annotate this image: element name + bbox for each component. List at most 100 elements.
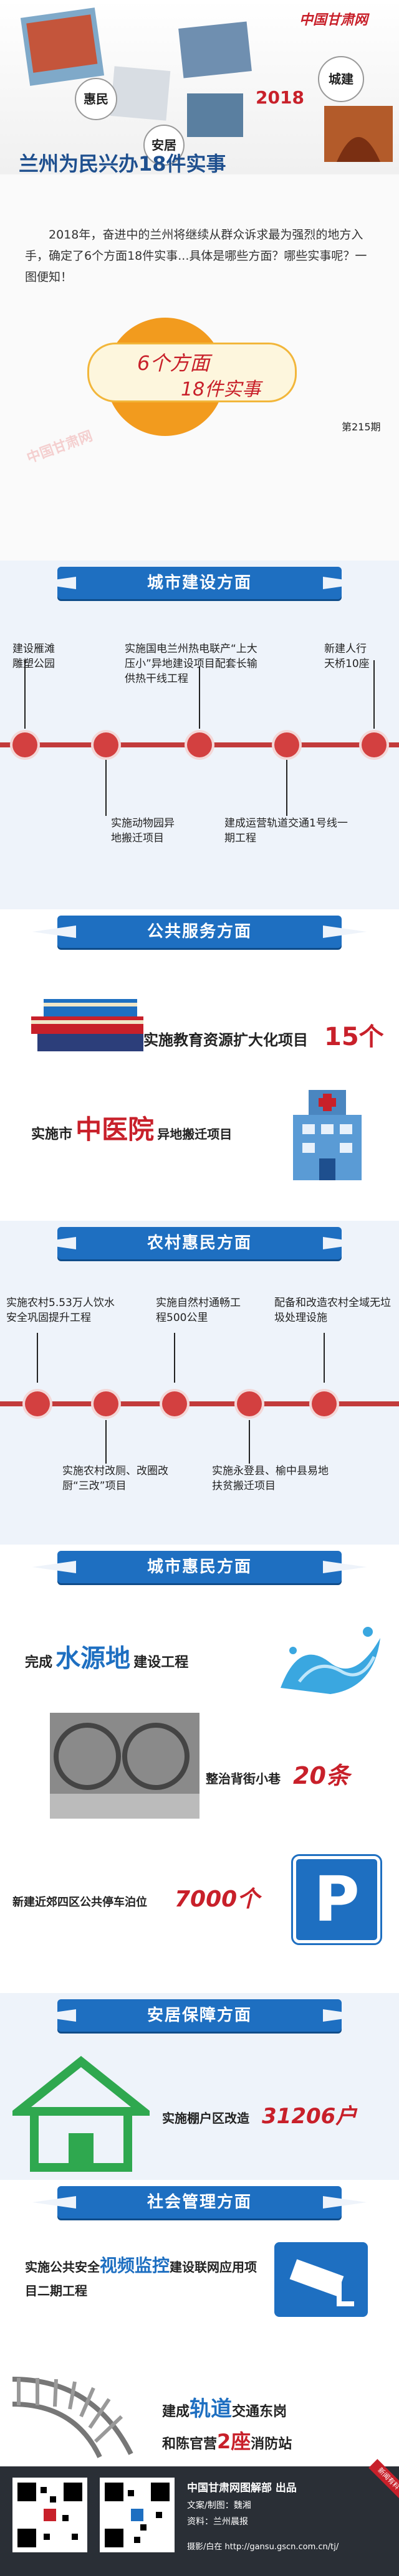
footer: 中国甘肃网图解部 出品 文案/制图：魏湘 资料：兰州晨报 摄影/白在 http:… bbox=[0, 2459, 399, 2576]
intro-badge: 6个方面 18件实事 bbox=[87, 318, 297, 436]
urban-section: 城市建设方面 建设雁滩雕塑公园 实施国电兰州热电联产“上大压小”异地建设项目配套… bbox=[0, 561, 399, 909]
bubble-huimin: 惠民 bbox=[75, 78, 117, 120]
badge-line2: 18件实事 bbox=[181, 379, 261, 400]
city-benefit-banner: 城市惠民方面 bbox=[57, 1551, 342, 1583]
rail-mid: 交通东岗 bbox=[232, 2404, 287, 2420]
urban-tick bbox=[286, 760, 287, 816]
housing-banner-label: 安居保障方面 bbox=[147, 2006, 252, 2025]
urban-item: 实施动物园异地搬迁项目 bbox=[111, 817, 175, 845]
footer-url[interactable]: 摄影/白在 http://gansu.gscn.com.cn/tj/ bbox=[187, 2542, 339, 2552]
badge-band bbox=[87, 343, 297, 402]
urban-banner: 城市建设方面 bbox=[57, 567, 342, 599]
housing-section: 安居保障方面 实施棚户区改造 31206户 bbox=[0, 1993, 399, 2180]
water-highlight: 水源地 bbox=[55, 1644, 131, 1673]
header-collage bbox=[20, 7, 393, 162]
rural-item: 实施自然村通畅工程500公里 bbox=[156, 1297, 241, 1324]
city-benefit-banner-label: 城市惠民方面 bbox=[147, 1558, 252, 1576]
city-benefit-section: 城市惠民方面 完成 水源地 建设工程 整治背街小巷 20条 新建近郊四区公共停车… bbox=[0, 1545, 399, 1993]
rural-banner: 农村惠民方面 bbox=[57, 1227, 342, 1259]
urban-item: 实施国电兰州热电联产“上大压小”异地建设项目配套长输供热干线工程 bbox=[125, 643, 257, 685]
year-text: 2018 bbox=[256, 87, 304, 108]
rural-tick bbox=[105, 1420, 107, 1464]
edu-count: 15个 bbox=[324, 1023, 384, 1051]
rural-dot bbox=[312, 1391, 337, 1416]
cctv-prefix: 实施公共安全 bbox=[25, 2260, 100, 2275]
parking-sign-icon: P bbox=[291, 1854, 382, 1945]
urban-banner-label: 城市建设方面 bbox=[147, 574, 252, 592]
rail-line1: 建成轨道交通东岗 bbox=[162, 2392, 287, 2422]
tcm-prefix: 实施市 bbox=[31, 1127, 73, 1142]
logo-text[interactable]: 中国甘肃网 bbox=[299, 12, 368, 28]
urban-item: 建设雁滩雕塑公园 bbox=[12, 643, 55, 670]
tcm-suffix: 异地搬迁项目 bbox=[157, 1127, 233, 1142]
urban-tick bbox=[105, 760, 107, 816]
rural-dot bbox=[237, 1391, 262, 1416]
urban-tick bbox=[24, 660, 26, 729]
urban-tick bbox=[199, 666, 200, 729]
cctv-line: 实施公共安全视频监控建设联网应用项目二期工程 bbox=[25, 2255, 262, 2303]
bubble-label: 安居 bbox=[151, 138, 176, 153]
parking-text: 新建近郊四区公共停车泊位 bbox=[12, 1896, 147, 1909]
rural-section: 农村惠民方面 实施农村5.53万人饮水安全巩固提升工程 实施自然村通畅工程500… bbox=[0, 1221, 399, 1545]
rural-banner-label: 农村惠民方面 bbox=[147, 1234, 252, 1252]
cctv-sign-icon bbox=[274, 2242, 368, 2317]
public-banner-label: 公共服务方面 bbox=[147, 922, 252, 941]
alley-text: 整治背街小巷 bbox=[206, 1771, 281, 1786]
qr-code-left[interactable] bbox=[12, 2478, 87, 2552]
rural-tick bbox=[324, 1333, 325, 1383]
cctv-suffix: 建设联网应用项目二期工程 bbox=[25, 2260, 257, 2298]
house-icon bbox=[12, 2056, 150, 2172]
rail-line2-suffix: 消防站 bbox=[251, 2436, 292, 2452]
page-title: 兰州为民兴办18件实事 bbox=[19, 152, 226, 176]
rural-item: 配备和改造农村全域无垃圾处理设施 bbox=[274, 1297, 391, 1324]
bubble-chengjian: 城建 bbox=[318, 56, 364, 102]
social-banner-label: 社会管理方面 bbox=[147, 2193, 252, 2212]
watermark: 中国甘肃网 bbox=[24, 428, 95, 466]
alley-photo bbox=[50, 1713, 200, 1819]
water-prefix: 完成 bbox=[25, 1655, 53, 1670]
footer-corner-label: 新闻有料 bbox=[376, 2466, 399, 2491]
badge-line1: 6个方面 bbox=[137, 351, 210, 375]
urban-dot bbox=[94, 732, 118, 757]
intro-section: 2018年，奋进中的兰州将继续从群众诉求最为强烈的地方入手，确定了6个方面18件… bbox=[0, 174, 399, 561]
hospital-icon bbox=[293, 1090, 362, 1180]
rural-tick bbox=[174, 1333, 175, 1383]
bubble-anju: 安居 bbox=[143, 125, 185, 166]
rail-line2: 和陈官营2座消防站 bbox=[162, 2426, 292, 2455]
header: 中国甘肃网 惠民 安居 城建 2018 兰州为民兴办18件实事 bbox=[0, 0, 399, 176]
parking-count: 7000个 bbox=[175, 1887, 260, 1912]
urban-dot bbox=[187, 732, 212, 757]
housing-text: 实施棚户区改造 bbox=[162, 2111, 249, 2126]
urban-dot bbox=[362, 732, 387, 757]
rural-item: 实施永登县、榆中县易地扶贫搬迁项目 bbox=[212, 1465, 329, 1492]
footer-org: 中国甘肃网图解部 出品 bbox=[187, 2482, 297, 2494]
urban-dot bbox=[12, 732, 37, 757]
tcm-line: 实施市 中医院 异地搬迁项目 bbox=[31, 1109, 232, 1147]
parking-sign-letter: P bbox=[314, 1863, 360, 1936]
rural-item: 实施农村5.53万人饮水安全巩固提升工程 bbox=[6, 1297, 115, 1324]
rail-track-icon bbox=[12, 2377, 133, 2458]
footer-source: 资料：兰州晨报 bbox=[187, 2517, 248, 2527]
alley-count: 20条 bbox=[293, 1762, 350, 1789]
housing-banner: 安居保障方面 bbox=[57, 1999, 342, 2032]
urban-dot bbox=[274, 732, 299, 757]
rural-item: 实施农村改厕、改圈改厨“三改”项目 bbox=[62, 1465, 168, 1492]
cctv-highlight: 视频监控 bbox=[100, 2255, 170, 2276]
edu-text: 实施教育资源扩大化项目 bbox=[143, 1031, 308, 1049]
social-banner: 社会管理方面 bbox=[57, 2186, 342, 2218]
rural-tick bbox=[37, 1333, 38, 1383]
public-section: 公共服务方面 实施教育资源扩大化项目 15个 实施市 中医院 异地搬迁项目 bbox=[0, 909, 399, 1221]
rural-timeline bbox=[0, 1401, 399, 1406]
social-section: 社会管理方面 实施公共安全视频监控建设联网应用项目二期工程 建成轨道交通东岗 和… bbox=[0, 2180, 399, 2466]
tcm-highlight: 中医院 bbox=[75, 1114, 155, 1145]
housing-count: 31206户 bbox=[262, 2104, 357, 2129]
rail-highlight: 轨道 bbox=[190, 2397, 233, 2422]
rural-dot bbox=[25, 1391, 50, 1416]
qr-code-right[interactable] bbox=[100, 2478, 175, 2552]
rail-line2-prefix: 和陈官营 bbox=[162, 2436, 218, 2452]
public-banner: 公共服务方面 bbox=[57, 916, 342, 948]
urban-tick bbox=[373, 660, 375, 729]
rural-dot bbox=[94, 1391, 118, 1416]
intro-text: 2018年，奋进中的兰州将继续从群众诉求最为强烈的地方入手，确定了6个方面18件… bbox=[25, 228, 367, 284]
